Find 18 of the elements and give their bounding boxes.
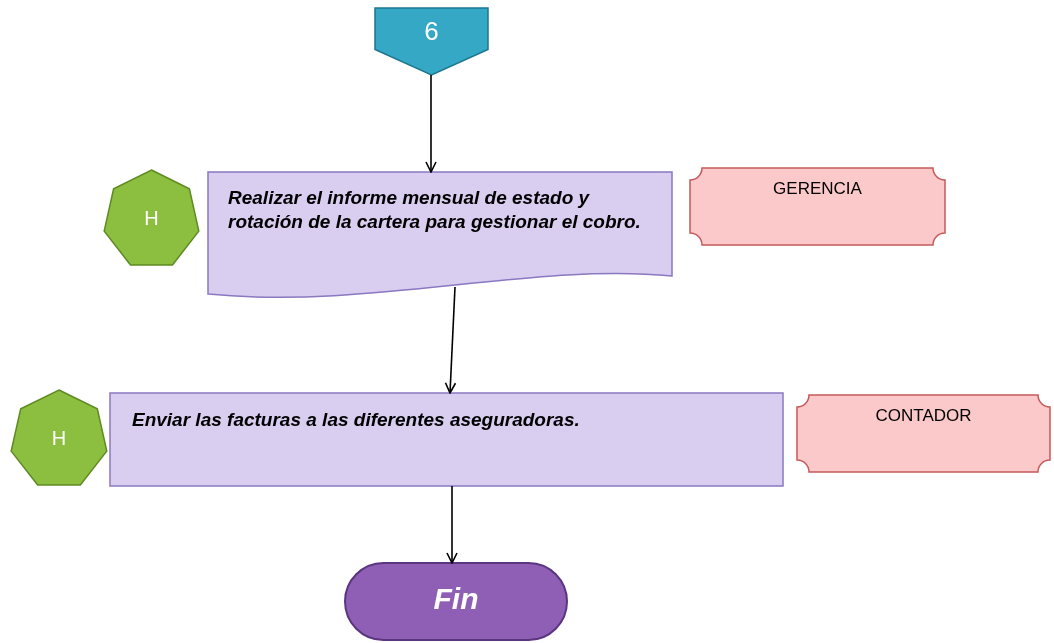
- document-shape: [207, 171, 673, 298]
- arrow: [446, 485, 458, 564]
- node-text: Realizar el informe mensual de estado y rotación de la cartera para gestionar el cobro.: [228, 186, 642, 234]
- connector-heptagon: [103, 169, 200, 266]
- node-text: 6: [423, 16, 440, 47]
- node-text: H: [143, 207, 160, 230]
- arrow: [425, 74, 437, 173]
- connector-heptagon: [10, 389, 108, 486]
- role-box: [796, 394, 1051, 473]
- node-text: H: [50, 427, 68, 450]
- node-text: GERENCIA: [772, 178, 863, 199]
- process-box: [109, 392, 784, 487]
- node-text: CONTADOR: [874, 405, 973, 426]
- arrow: [444, 286, 457, 394]
- role-box: [689, 167, 946, 246]
- off-page-connector: [374, 7, 489, 76]
- node-text: Enviar las facturas a las diferentes aseguradoras.: [132, 409, 581, 431]
- node-text: Fin: [432, 581, 480, 616]
